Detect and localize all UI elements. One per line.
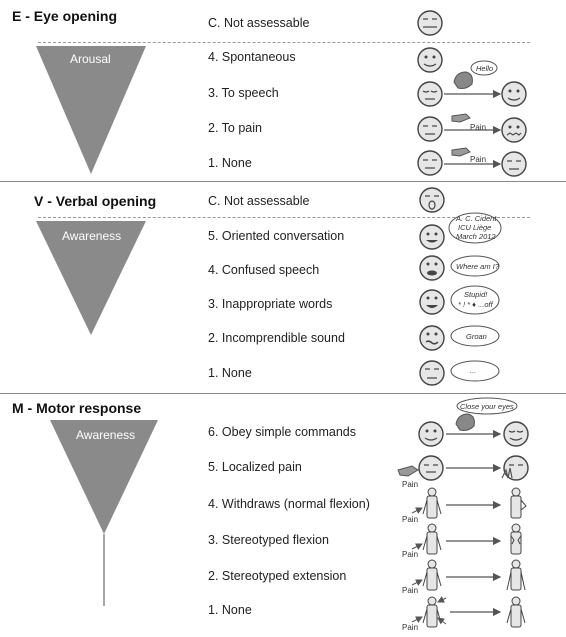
verbal-item-inappropriate: 3. Inappropriate words [208, 297, 333, 311]
groan-speech-bubble [450, 325, 500, 347]
motor-awareness-triangle [50, 420, 158, 606]
motor-none-result-figure-icon [506, 596, 526, 628]
pain-label-e2: Pain [470, 123, 486, 132]
oriented-bubble-line-1: A. C. Cident [455, 214, 497, 223]
eye-item-not-assessable: C. Not assessable [208, 16, 310, 30]
motor-item-extension: 2. Stereotyped extension [208, 569, 347, 583]
verbal-item-oriented: 5. Oriented conversation [208, 229, 345, 243]
verbal-dashed-divider [38, 217, 530, 218]
groan-bubble-text: Groan [466, 332, 487, 341]
speaker-head-icon [453, 71, 473, 89]
verbal-oriented-face-icon [419, 224, 445, 250]
command-speech-bubble [456, 397, 518, 415]
eye-item-to-pain: 2. To pain [208, 121, 262, 135]
motor-item-withdraws: 4. Withdraws (normal flexion) [208, 497, 370, 511]
response-illustrations: Hello Pain Pain [397, 10, 529, 632]
eye-spontaneous-face-icon [417, 47, 443, 73]
verbal-confused-face-icon [419, 255, 445, 281]
inappropriate-bubble-line-1: Stupid! [464, 290, 488, 299]
pain-label-m3: Pain [402, 550, 418, 559]
motor-extension-result-figure-icon [506, 559, 526, 591]
localize-pain-hand-icon [397, 465, 419, 477]
motor-extension-figure-icon [422, 559, 442, 591]
oriented-bubble-line-3: March 2012 [456, 232, 496, 241]
pain-label-m2: Pain [402, 586, 418, 595]
eye-to-pain-closed-face-icon [417, 116, 443, 142]
pain-label-m5: Pain [402, 480, 418, 489]
eye-none-closed-face-icon [417, 150, 443, 176]
verbal-awareness-triangle [36, 221, 146, 335]
inappropriate-bubble-line-2: * ! * ♦ ...off [458, 300, 494, 309]
arousal-label: Arousal [70, 52, 111, 66]
motor-flexion-figure-icon [422, 523, 442, 555]
motor-item-localized: 5. Localized pain [208, 460, 302, 474]
eye-to-pain-grimace-face-icon [501, 117, 527, 143]
motor-item-none: 1. None [208, 603, 252, 617]
oriented-bubble-line-2: ICU Liège [458, 223, 491, 232]
eye-to-speech-open-face-icon [501, 81, 527, 107]
pain-hand-icon [451, 113, 471, 123]
hello-bubble-text: Hello [476, 64, 493, 73]
motor-item-flexion: 3. Stereotyped flexion [208, 533, 329, 547]
eye-item-to-speech: 3. To speech [208, 86, 279, 100]
motor-section-title: M - Motor response [12, 400, 142, 416]
arousal-triangle [36, 46, 146, 174]
verbal-item-not-assessable: C. Not assessable [208, 194, 310, 208]
pain-label-m4: Pain [402, 515, 418, 524]
verbal-none-face-icon [419, 360, 445, 386]
motor-localized-result-face-icon [501, 455, 529, 481]
eye-item-none: 1. None [208, 156, 252, 170]
command-bubble-text: Close your eyes [460, 402, 514, 411]
command-speaker-head-icon [455, 413, 475, 431]
motor-none-figure-icon [422, 596, 442, 628]
motor-awareness-label: Awareness [76, 428, 136, 442]
verbal-section-title: V - Verbal opening [34, 193, 157, 209]
verbal-item-none: 1. None [208, 366, 252, 380]
verbal-item-confused: 4. Confused speech [208, 263, 320, 277]
pain-label-m1: Pain [402, 623, 418, 632]
pain-label-e1: Pain [470, 155, 486, 164]
verbal-na-face-icon [419, 187, 445, 213]
verbal-item-incomprehensible: 2. Incomprendible sound [208, 331, 345, 345]
verbal-inappropriate-face-icon [419, 289, 445, 315]
verbal-awareness-label: Awareness [62, 229, 122, 243]
eye-dashed-divider [38, 42, 530, 43]
motor-localized-face-icon [418, 455, 444, 481]
eye-to-speech-closed-face-icon [417, 81, 443, 107]
motor-withdraws-result-figure-icon [510, 487, 527, 519]
pain-hand-icon-e1 [451, 147, 471, 157]
eye-item-spontaneous: 4. Spontaneous [208, 50, 296, 64]
confused-speech-bubble [450, 255, 500, 277]
motor-item-obey: 6. Obey simple commands [208, 425, 356, 439]
motor-withdraws-figure-icon [422, 487, 442, 519]
motor-obey-face-icon [418, 421, 444, 447]
eye-none-result-face-icon [501, 151, 527, 177]
silent-bubble-text: ... [470, 366, 476, 375]
silent-speech-bubble [450, 360, 500, 382]
eye-section-title: E - Eye opening [12, 8, 118, 24]
confused-bubble-text: Where am I? [456, 262, 500, 271]
eye-na-face-icon [417, 10, 443, 36]
motor-flexion-result-figure-icon [510, 523, 522, 555]
verbal-incomprehensible-face-icon [419, 325, 445, 351]
inappropriate-speech-bubble [450, 285, 500, 315]
motor-obey-result-face-icon [503, 421, 529, 447]
hello-speech-bubble [470, 60, 498, 76]
verbal-section-divider [0, 393, 566, 394]
oriented-speech-bubble [448, 212, 502, 244]
eye-section-divider [0, 181, 566, 182]
